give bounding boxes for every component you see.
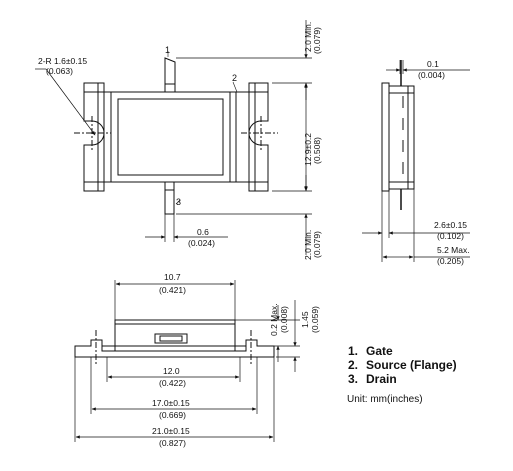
cap-outline — [110, 91, 231, 183]
front-view-labels: 10.7 (0.421) 0.2 Max. (0.008) 1.45 (0.05… — [152, 272, 320, 448]
legend-item-source: 2. Source (Flange) — [348, 358, 457, 372]
legend-item-drain: 3. Drain — [348, 372, 397, 386]
max-height-dim: 5.2 Max. — [437, 245, 470, 255]
legend-label: Source (Flange) — [366, 358, 457, 372]
drain-lead — [164, 181, 175, 215]
overall-length-dim: 21.0±0.15 — [152, 426, 190, 436]
side-cap — [388, 85, 415, 190]
radius-dim-inch: (0.063) — [46, 66, 73, 76]
lead-width-dim-inch: (0.024) — [188, 238, 215, 248]
flange-span-inch: (0.669) — [159, 410, 186, 420]
seal-gap-dim: 0.2 Max. — [269, 303, 279, 336]
overall-length-inch: (0.827) — [159, 438, 186, 448]
body-height: 12.9±0.2 — [303, 133, 313, 166]
lead-min-bottom: 2.0 Min. — [303, 230, 313, 260]
legend-number: 2. — [348, 358, 359, 372]
legend-label: Gate — [366, 344, 393, 358]
front-cap — [114, 319, 236, 352]
side-flange — [381, 82, 390, 192]
lead-thickness-inch: (0.004) — [418, 70, 445, 80]
front-view — [74, 319, 275, 364]
front-view-dimensions — [74, 280, 300, 442]
unit-note: Unit: mm(inches) — [347, 394, 423, 405]
radius-dim: 2-R 1.6±0.15 — [38, 56, 87, 66]
flange-height-inch: (0.059) — [310, 306, 320, 333]
hole-span-inch: (0.422) — [159, 378, 186, 388]
top-view-labels: 1 2 3 2-R 1.6±0.15 (0.063) 2.0 Min. (0.0… — [38, 22, 322, 260]
top-view — [35, 51, 278, 215]
lead-min-top: 2.0 Min. — [303, 22, 313, 52]
legend-number: 3. — [348, 372, 359, 386]
pin3-label: 3 — [176, 197, 181, 207]
front-lead — [154, 333, 188, 344]
flange-thickness-dim: 2.6±0.15 — [434, 220, 467, 230]
side-view-dimensions — [362, 60, 470, 262]
cap-width-inch: (0.421) — [159, 285, 186, 295]
lead-min-top-inch: (0.079) — [312, 27, 322, 54]
legend-item-gate: 1. Gate — [348, 344, 393, 358]
flange-outline — [83, 82, 269, 192]
lead-min-bottom-inch: (0.079) — [312, 231, 322, 258]
gate-lead — [164, 57, 176, 93]
body-height-inch: (0.508) — [312, 137, 322, 164]
flange-span-dim: 17.0±0.15 — [152, 398, 190, 408]
side-view-labels: 0.1 (0.004) 2.6±0.15 (0.102) 5.2 Max. (0… — [418, 59, 470, 266]
legend-number: 1. — [348, 344, 359, 358]
flange-thickness-inch: (0.102) — [437, 231, 464, 241]
lead-width-dim: 0.6 — [197, 227, 209, 237]
lead-thickness-dim: 0.1 — [427, 59, 439, 69]
side-view — [381, 60, 415, 210]
pin2-label: 2 — [232, 73, 237, 83]
pin1-label: 1 — [165, 45, 170, 55]
hole-span-dim: 12.0 — [163, 366, 180, 376]
seal-gap-inch: (0.008) — [279, 306, 289, 333]
top-view-dimensions — [145, 20, 312, 255]
legend-label: Drain — [366, 372, 397, 386]
max-height-inch: (0.205) — [437, 256, 464, 266]
flange-height-dim: 1.45 — [300, 311, 310, 328]
cap-width-dim: 10.7 — [164, 272, 181, 282]
